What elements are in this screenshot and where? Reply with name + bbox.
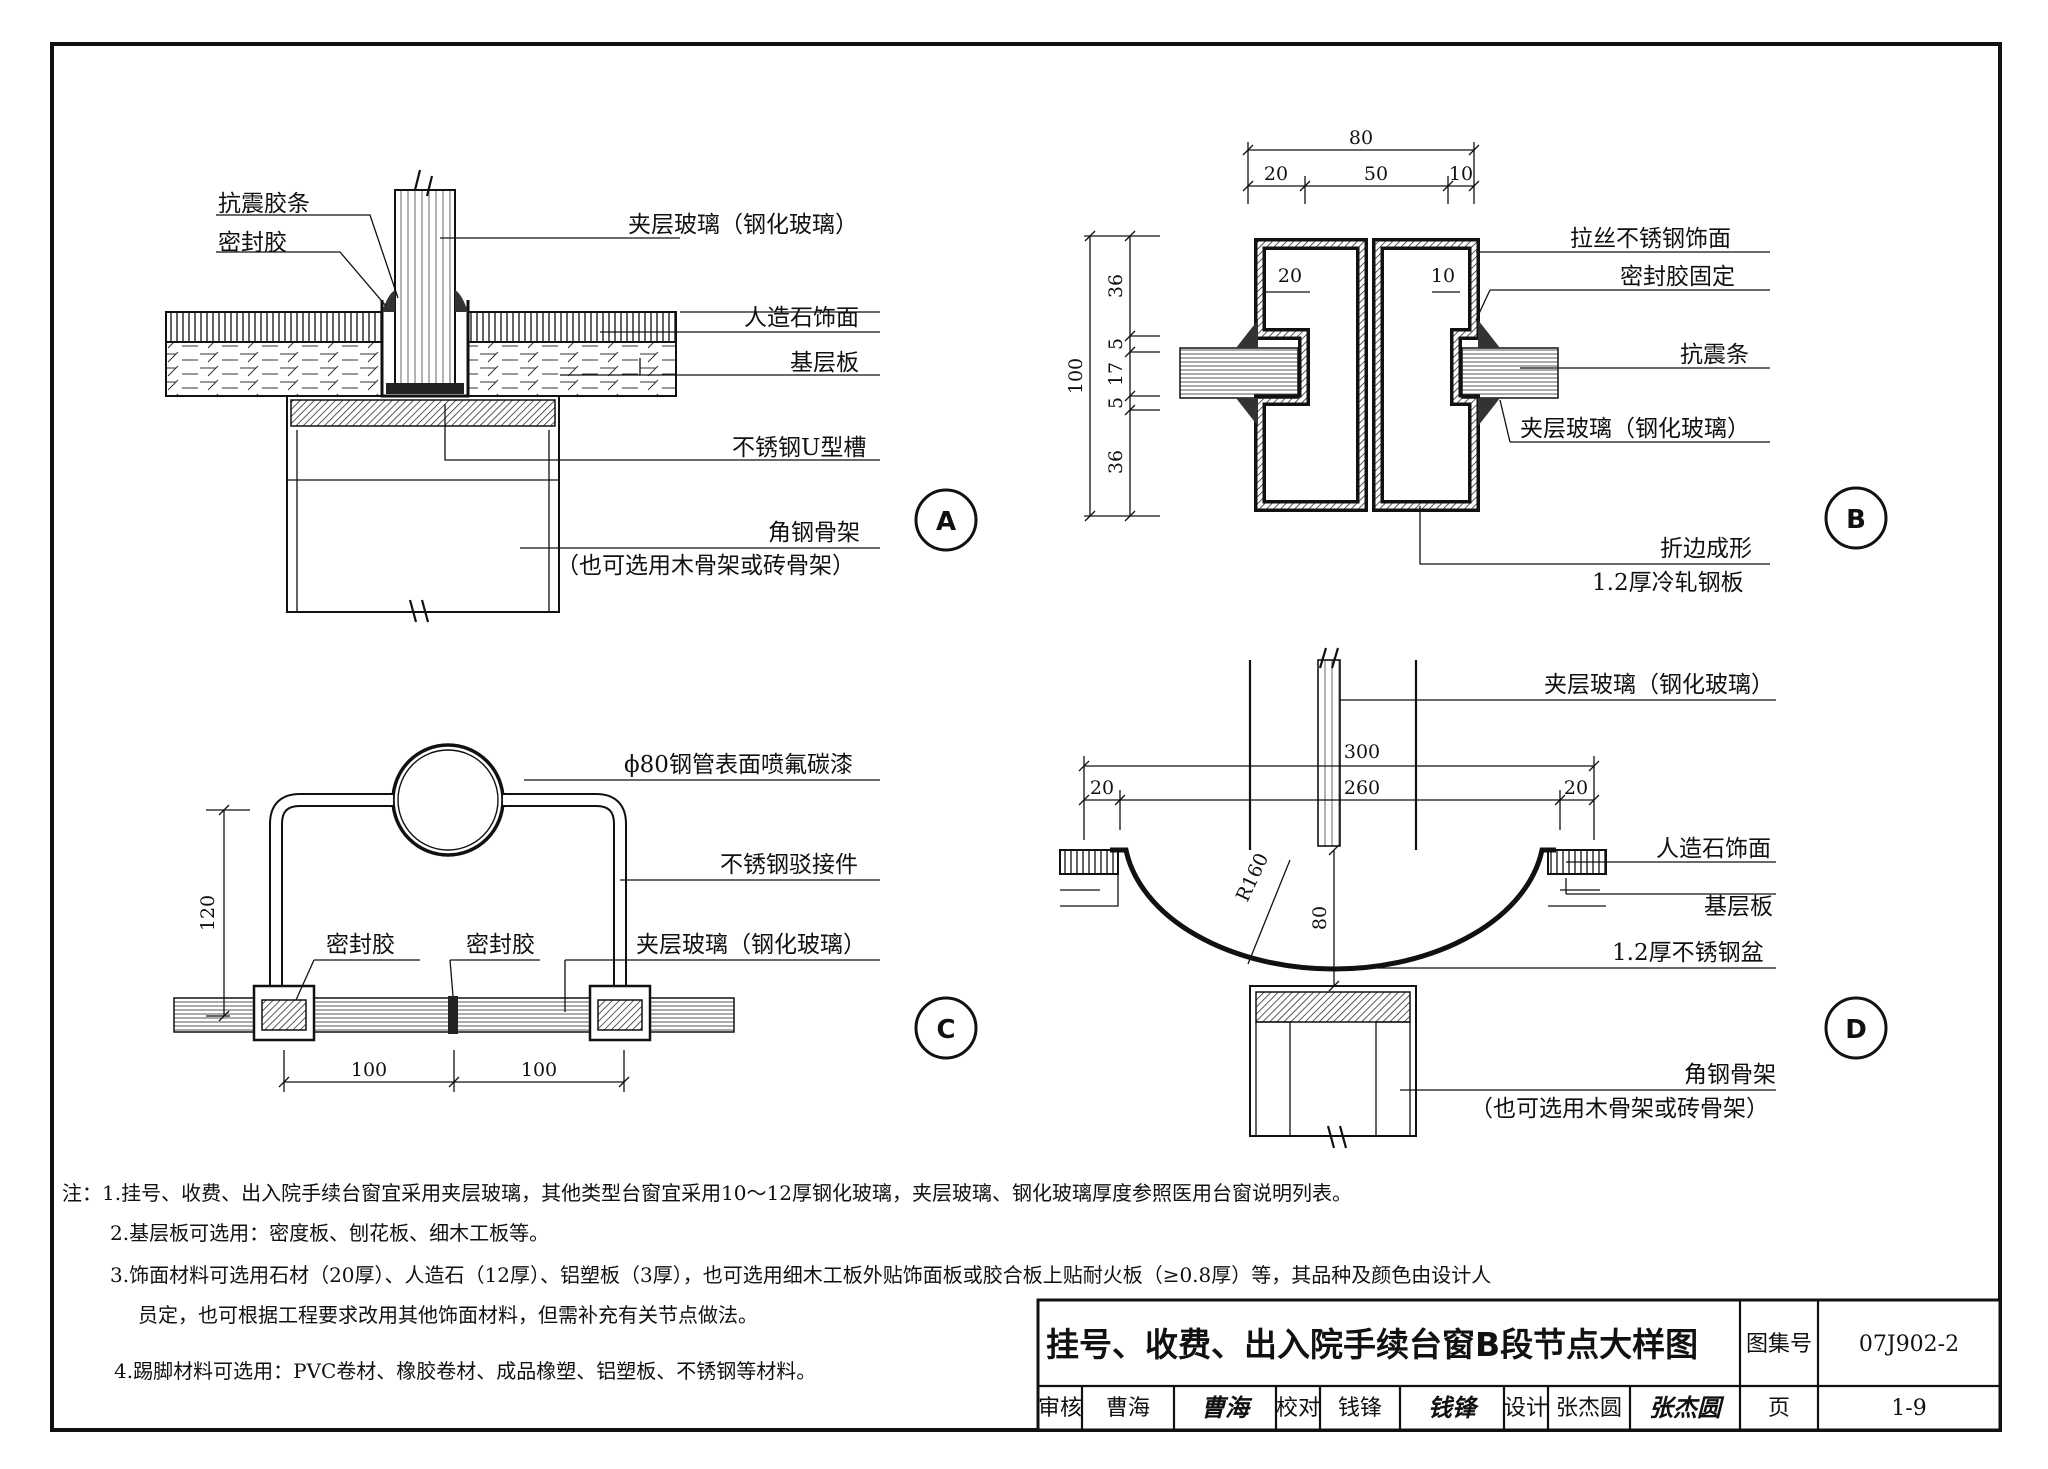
checker-signature: 钱锋 xyxy=(1428,1393,1479,1422)
a-badge-letter: A xyxy=(936,507,956,537)
c-connector-left xyxy=(269,793,393,990)
note-line-1: 注：1.挂号、收费、出入院手续台窗宜采用夹层玻璃，其他类型台窗宜采用10～12厚… xyxy=(62,1181,1352,1205)
note-line-3: 3.饰面材料可选用石材（20厚）、人造石（12厚）、铝塑板（3厚），也可选用细木… xyxy=(110,1263,1491,1287)
b-dim-h-top: 36 xyxy=(1105,274,1127,298)
b-dim-h-mid: 17 xyxy=(1105,362,1127,386)
check-label: 校对 xyxy=(1276,1396,1320,1421)
d-badge-letter: D xyxy=(1845,1015,1867,1045)
b-glass-left xyxy=(1179,347,1299,399)
c-dim-height: 120 xyxy=(197,895,219,931)
c-steel-tube xyxy=(391,743,505,857)
b-dim-total-height: 100 xyxy=(1065,358,1087,394)
d-dim-inner: 260 xyxy=(1344,777,1380,799)
d-angle-frame xyxy=(1249,985,1417,1137)
b-dim-h-b: 5 xyxy=(1105,397,1127,409)
a-glass xyxy=(394,189,456,387)
b-glass-right xyxy=(1461,347,1559,399)
design-label: 设计 xyxy=(1504,1396,1548,1421)
note-line-5: 4.踢脚材料可选用：PVC卷材、橡胶卷材、成品橡塑、铝塑板、不锈钢等材料。 xyxy=(114,1359,816,1383)
b-label-laminated-glass: 夹层玻璃（钢化玻璃） xyxy=(1520,416,1750,442)
b-label-sealant-fixed: 密封胶固定 xyxy=(1620,264,1735,290)
b-right-profile xyxy=(1372,238,1480,512)
page-label: 页 xyxy=(1768,1396,1790,1421)
c-dim-right: 100 xyxy=(521,1059,557,1081)
b-dim-inner-left: 20 xyxy=(1278,265,1302,287)
title-block: 挂号、收费、出入院手续台窗B段节点大样图 图集号 07J902-2 审核 曹海 … xyxy=(1036,1298,2002,1432)
b-badge-letter: B xyxy=(1846,505,1866,535)
note-line-4: 员定，也可根据工程要求改用其他饰面材料，但需补充有关节点做法。 xyxy=(138,1303,758,1327)
drawing-title: 挂号、收费、出入院手续台窗B段节点大样图 xyxy=(1046,1325,1698,1364)
a-label-sealant: 密封胶 xyxy=(218,230,287,256)
a-label-base-board: 基层板 xyxy=(790,350,859,376)
d-dim-outer: 300 xyxy=(1344,741,1380,763)
b-label-seismic-strip: 抗震条 xyxy=(1680,342,1749,368)
b-label-folded: 折边成形 xyxy=(1660,536,1752,562)
designer-name: 张杰圆 xyxy=(1556,1396,1622,1421)
a-stone-layer-right xyxy=(467,311,677,343)
d-label-base-board: 基层板 xyxy=(1704,894,1773,920)
b-dim-w-left: 20 xyxy=(1264,163,1288,185)
sheet-border xyxy=(50,42,2002,1432)
a-label-artificial-stone: 人造石饰面 xyxy=(744,305,859,331)
d-dim-right: 20 xyxy=(1564,777,1588,799)
d-label-angle-frame-alt: （也可选用木骨架或砖骨架） xyxy=(1470,1096,1769,1122)
a-detail-badge xyxy=(914,488,978,552)
c-dim-left: 100 xyxy=(351,1059,387,1081)
c-label-sealant-2: 密封胶 xyxy=(466,932,535,958)
b-dim-w-mid: 50 xyxy=(1364,163,1388,185)
c-label-connector: 不锈钢驳接件 xyxy=(720,852,858,878)
detail-c: 120 100 100 ϕ80钢管表面喷氟碳漆 不锈钢驳接件 密封胶 密封胶 夹… xyxy=(173,743,978,1092)
c-badge-letter: C xyxy=(936,1015,955,1045)
notes: 注：1.挂号、收费、出入院手续台窗宜采用夹层玻璃，其他类型台窗宜采用10～12厚… xyxy=(62,1181,1491,1383)
a-angle-frame xyxy=(286,395,560,613)
d-label-artificial-stone: 人造石饰面 xyxy=(1656,836,1771,862)
d-dim-left: 20 xyxy=(1090,777,1114,799)
d-label-laminated-glass: 夹层玻璃（钢化玻璃） xyxy=(1544,672,1774,698)
a-label-laminated-glass: 夹层玻璃（钢化玻璃） xyxy=(628,212,858,238)
detail-d: 300 260 20 20 80 R160 夹层玻璃（钢化玻璃） 人造石饰面 基… xyxy=(1059,647,1888,1149)
c-label-sealant-1: 密封胶 xyxy=(326,932,395,958)
note-line-2: 2.基层板可选用：密度板、刨花板、细木工板等。 xyxy=(110,1221,549,1245)
c-connector-right xyxy=(503,793,627,990)
page-number: 1-9 xyxy=(1891,1396,1926,1421)
c-label-steel-tube: ϕ80钢管表面喷氟碳漆 xyxy=(624,752,853,778)
b-detail-badge xyxy=(1824,486,1888,550)
d-stone-layer-left xyxy=(1059,849,1119,875)
atlas-label: 图集号 xyxy=(1746,1332,1812,1357)
d-label-steel-basin: 1.2厚不锈钢盆 xyxy=(1612,940,1764,966)
c-detail-badge xyxy=(914,996,978,1060)
a-base-layer-right xyxy=(467,341,677,397)
designer-signature: 张杰圆 xyxy=(1649,1393,1725,1422)
d-label-angle-frame: 角钢骨架 xyxy=(1684,1062,1776,1088)
a-label-seismic-strip: 抗震胶条 xyxy=(218,191,310,217)
d-dim-depth: 80 xyxy=(1309,906,1331,930)
d-glass xyxy=(1317,659,1341,847)
b-dim-h-a: 5 xyxy=(1105,338,1127,350)
a-stone-layer xyxy=(165,311,383,343)
b-dim-h-bottom: 36 xyxy=(1105,450,1127,474)
d-dim-radius: R160 xyxy=(1232,850,1273,905)
a-label-angle-frame: 角钢骨架 xyxy=(768,520,860,546)
b-label-brushed-steel: 拉丝不锈钢饰面 xyxy=(1570,226,1731,252)
reviewer-name: 曹海 xyxy=(1106,1396,1150,1421)
reviewer-signature: 曹海 xyxy=(1201,1393,1253,1422)
review-label: 审核 xyxy=(1038,1396,1082,1421)
a-label-u-channel: 不锈钢U型槽 xyxy=(732,435,866,461)
d-detail-badge xyxy=(1824,996,1888,1060)
atlas-number: 07J902-2 xyxy=(1859,1332,1959,1357)
d-steel-basin xyxy=(1110,847,1556,972)
checker-name: 钱锋 xyxy=(1338,1396,1382,1421)
detail-b: 80 20 50 10 100 36 5 17 5 36 20 10 xyxy=(1065,127,1888,596)
b-dim-inner-right: 10 xyxy=(1431,265,1455,287)
b-label-steel-plate: 1.2厚冷轧钢板 xyxy=(1592,570,1744,596)
a-base-layer xyxy=(165,341,383,397)
b-dim-total-width: 80 xyxy=(1349,127,1373,149)
b-dim-w-right: 10 xyxy=(1449,163,1473,185)
c-label-laminated-glass: 夹层玻璃（钢化玻璃） xyxy=(636,932,866,958)
detail-a: 抗震胶条 密封胶 夹层玻璃（钢化玻璃） 人造石饰面 基层板 不锈钢U型槽 角钢骨… xyxy=(165,169,978,623)
a-label-angle-frame-alt: （也可选用木骨架或砖骨架） xyxy=(556,553,855,579)
